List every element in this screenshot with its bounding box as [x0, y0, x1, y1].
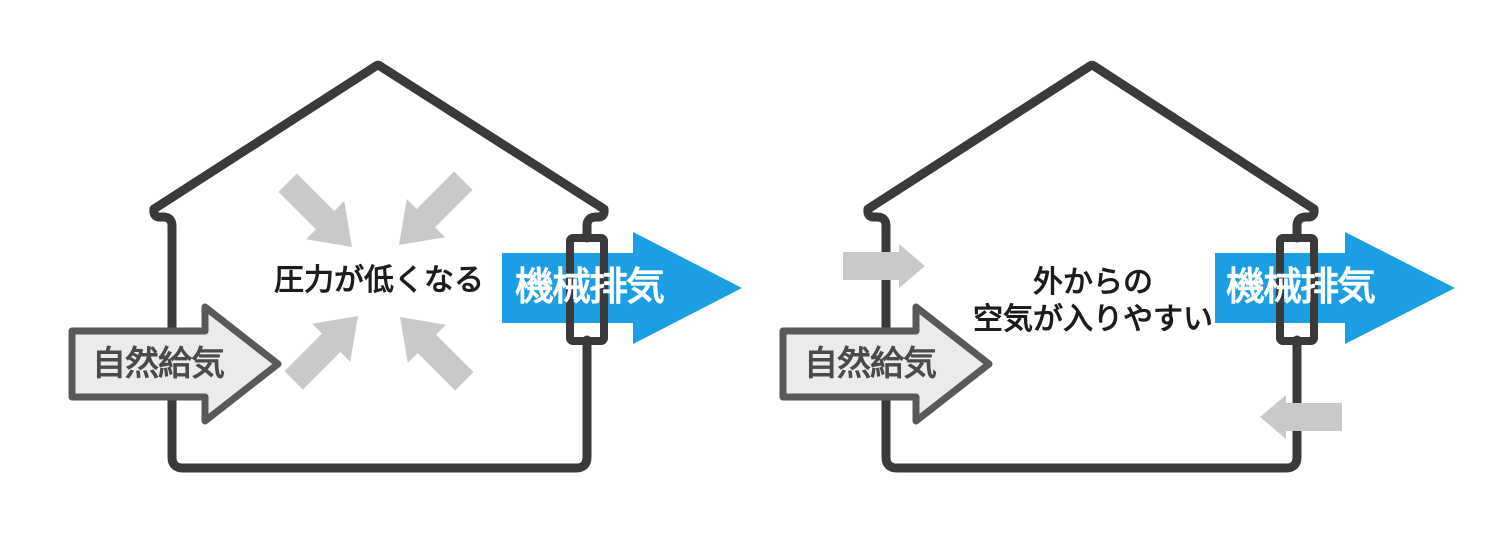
- inward-arrow-icon-wall-right: [1260, 395, 1342, 439]
- supply-arrow-left: [68, 303, 282, 425]
- house-icon-right: [863, 60, 1319, 473]
- supply-arrow-right: [779, 303, 993, 425]
- inward-arrow-icon-wall-left: [843, 244, 925, 288]
- inward-arrow-icon-bottom-left: [284, 316, 358, 390]
- inward-arrow-icon-top-left: [278, 173, 352, 247]
- exhaust-arrow-left: [502, 232, 742, 344]
- fan-duct-icon-right: [1276, 234, 1318, 345]
- fan-duct-icon-left: [566, 234, 608, 345]
- converging-arrows-group: [278, 171, 474, 391]
- house-icon-left: [149, 60, 609, 473]
- exhaust-arrow-right: [1215, 232, 1455, 344]
- inward-arrow-icon-top-right: [399, 171, 473, 245]
- leak-arrows-group: [843, 244, 1342, 439]
- inward-arrow-icon-bottom-right: [400, 317, 474, 391]
